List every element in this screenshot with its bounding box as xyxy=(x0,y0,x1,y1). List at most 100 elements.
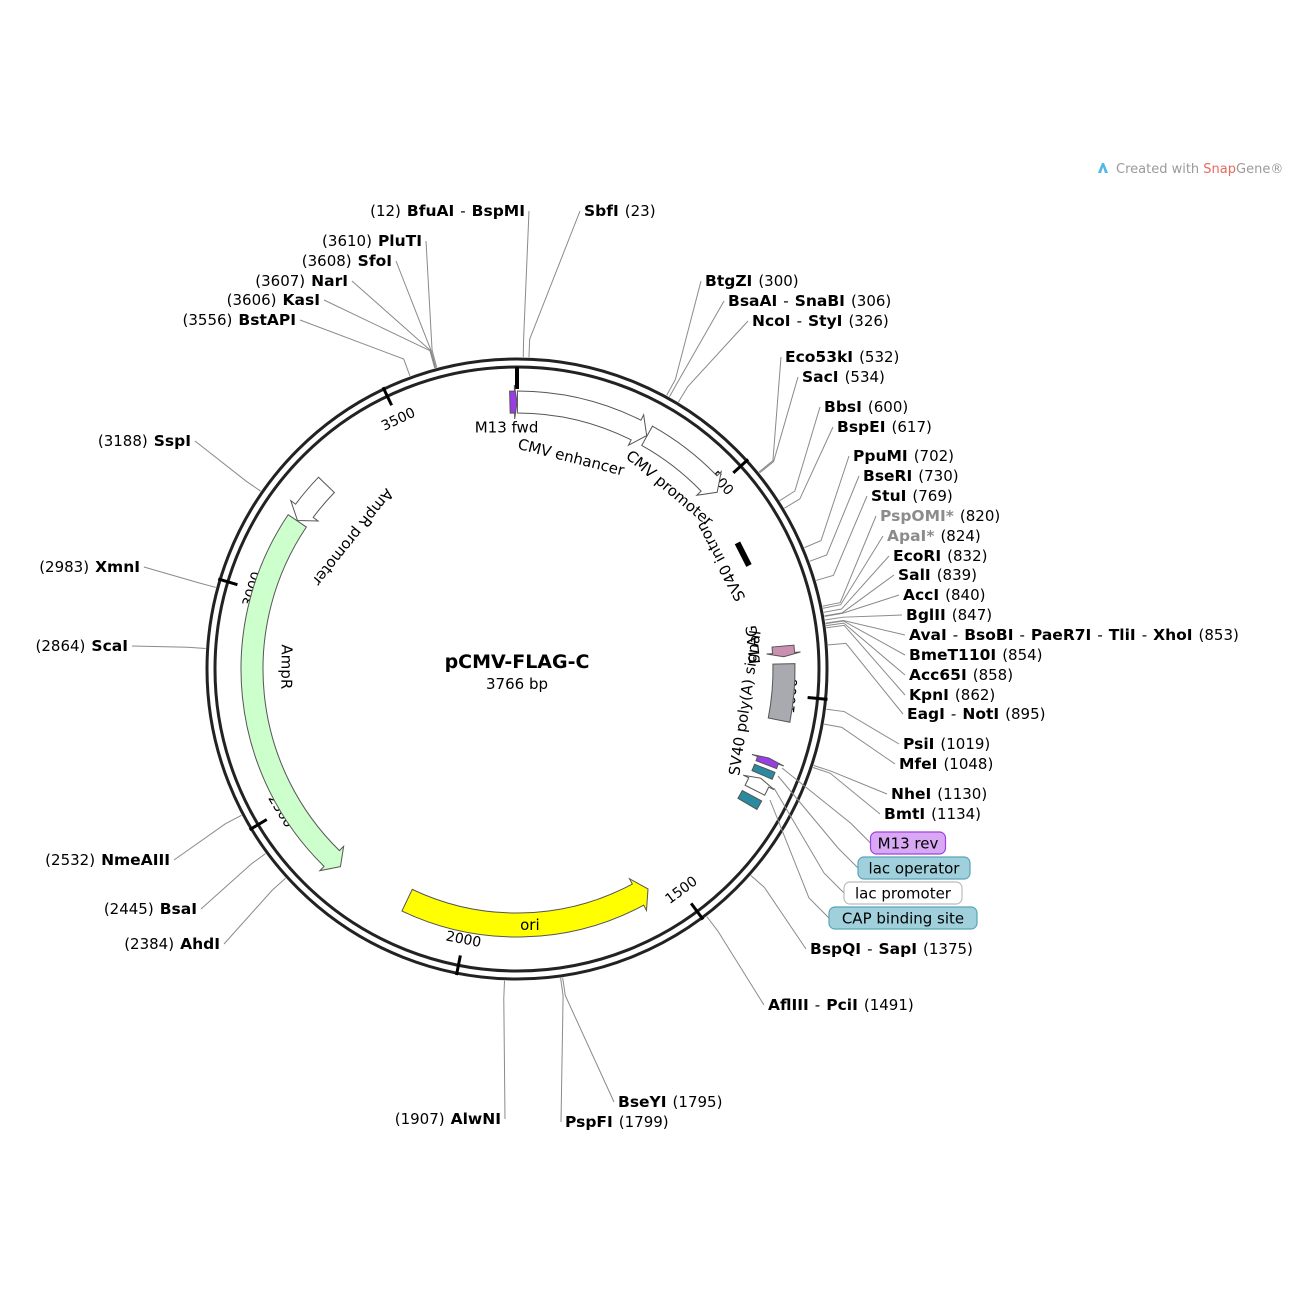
enzyme-name: ApaI* xyxy=(887,527,934,545)
features xyxy=(240,384,801,938)
site-position: (832) xyxy=(947,547,987,565)
site-position: (3556) xyxy=(183,311,233,329)
leader-line xyxy=(823,555,890,613)
restriction-site-label: SbfI(23) xyxy=(584,202,656,220)
legend-box xyxy=(843,881,963,905)
restriction-site-label: (3606)KasI xyxy=(227,291,320,309)
leader-line xyxy=(299,319,411,377)
legend-box-label: lac operator xyxy=(869,860,961,878)
leader-line xyxy=(804,455,850,549)
restriction-site-label: (3610)PluTI xyxy=(322,232,422,250)
restriction-site-label: EcoRI (832) xyxy=(893,547,987,565)
site-position: (862) xyxy=(955,686,995,704)
leader-line xyxy=(425,240,438,368)
enzyme-name: NheI xyxy=(891,785,931,803)
center-title: pCMV-FLAG-C 3766 bp xyxy=(445,651,590,693)
leader-line xyxy=(828,642,904,715)
enzyme-name: BsaAI xyxy=(728,292,777,310)
enzyme-name: BsaI xyxy=(160,900,197,918)
leader-line xyxy=(816,495,868,581)
site-position: (2983) xyxy=(39,558,89,576)
enzyme-name: NmeAIII xyxy=(101,851,170,869)
restriction-site-label: (1907)AlwNI xyxy=(395,1110,501,1128)
restriction-site-label: PspOMI*(820) xyxy=(880,507,1000,525)
enzyme-name: KpnI xyxy=(909,686,949,704)
site-position: (824) xyxy=(940,527,980,545)
site-position: (12) xyxy=(370,202,401,220)
enzyme-name: NcoI xyxy=(752,312,791,330)
leader-line xyxy=(143,566,216,588)
site-position: (702) xyxy=(914,447,954,465)
feature-cap-binding-site xyxy=(737,789,763,811)
enzyme-name: NarI xyxy=(311,272,348,290)
leader-line xyxy=(809,475,860,562)
site-position: (820) xyxy=(960,507,1000,525)
leader-line xyxy=(528,210,581,358)
leader-line xyxy=(503,980,506,1120)
leader-line xyxy=(131,645,206,649)
site-position: (2384) xyxy=(124,935,174,953)
leader-line xyxy=(200,853,266,910)
restriction-site-label: (2864)ScaI xyxy=(36,637,128,655)
leader-line xyxy=(223,877,286,945)
plasmid-name: pCMV-FLAG-C xyxy=(445,651,590,673)
restriction-site-label: StuI(769) xyxy=(871,487,953,505)
leader-line xyxy=(784,426,834,509)
enzyme-name: AhdI xyxy=(180,935,220,953)
enzyme-name: - xyxy=(1097,626,1102,644)
leader-line xyxy=(825,619,906,636)
restriction-site-label: AccI(840) xyxy=(903,586,985,604)
enzyme-name: BstAPI xyxy=(238,311,296,329)
legend-box-label: CAP binding site xyxy=(842,910,964,928)
site-position: (1375) xyxy=(923,940,973,958)
enzyme-name: AlwNI xyxy=(451,1110,501,1128)
enzyme-name: ScaI xyxy=(91,637,128,655)
credit-prefix: Created with xyxy=(1116,162,1204,177)
site-position: (853) xyxy=(1199,626,1239,644)
enzyme-name: BmtI xyxy=(884,805,925,823)
site-position: (534) xyxy=(845,368,885,386)
leader-line xyxy=(825,614,903,621)
leader-line xyxy=(826,708,900,745)
tick-mark xyxy=(689,902,705,921)
backbone-outer xyxy=(205,357,829,981)
site-position: (306) xyxy=(851,292,891,310)
leader-line xyxy=(666,280,702,396)
tick-mark xyxy=(248,818,268,832)
feature-label: M13 fwd xyxy=(475,419,539,437)
enzyme-name: NotI xyxy=(962,705,999,723)
feature-flag xyxy=(766,644,801,658)
site-position: (1799) xyxy=(619,1113,669,1131)
enzyme-name: EagI xyxy=(907,705,945,723)
tick-mark xyxy=(455,955,462,976)
leader-line xyxy=(560,977,564,1123)
feature-label: ori xyxy=(520,916,540,934)
restriction-site-label: SalI(839) xyxy=(898,566,977,584)
enzyme-name: AccI xyxy=(903,586,939,604)
restriction-site-label: BspEI(617) xyxy=(837,418,932,436)
restriction-site-label: (3607) NarI xyxy=(255,272,348,290)
legend-leader-line xyxy=(777,775,859,869)
enzyme-name: PsiI xyxy=(903,735,934,753)
credit-mark: ® xyxy=(1270,162,1284,177)
leader-line xyxy=(779,406,821,502)
site-position: (1491) xyxy=(864,996,914,1014)
enzyme-name: EcoRI xyxy=(893,547,941,565)
enzyme-name: PpuMI xyxy=(853,447,908,465)
site-position: (895) xyxy=(1005,705,1045,723)
restriction-site-label: BglII(847) xyxy=(906,606,992,624)
legend-box xyxy=(857,856,971,880)
plasmid-length: 3766 bp xyxy=(486,675,548,693)
restriction-site-label: ApaI* (824) xyxy=(887,527,981,545)
backbone xyxy=(205,357,829,981)
restriction-site-label: PsiI(1019) xyxy=(903,735,990,753)
legend-box xyxy=(828,906,978,930)
enzyme-name: StuI xyxy=(871,487,906,505)
enzyme-name: MfeI xyxy=(899,755,937,773)
enzyme-name: SacI xyxy=(802,368,839,386)
tick-mark xyxy=(381,386,393,406)
site-position: (839) xyxy=(937,566,977,584)
restriction-site-label: (2384) AhdI xyxy=(124,935,220,953)
site-position: (3607) xyxy=(255,272,305,290)
